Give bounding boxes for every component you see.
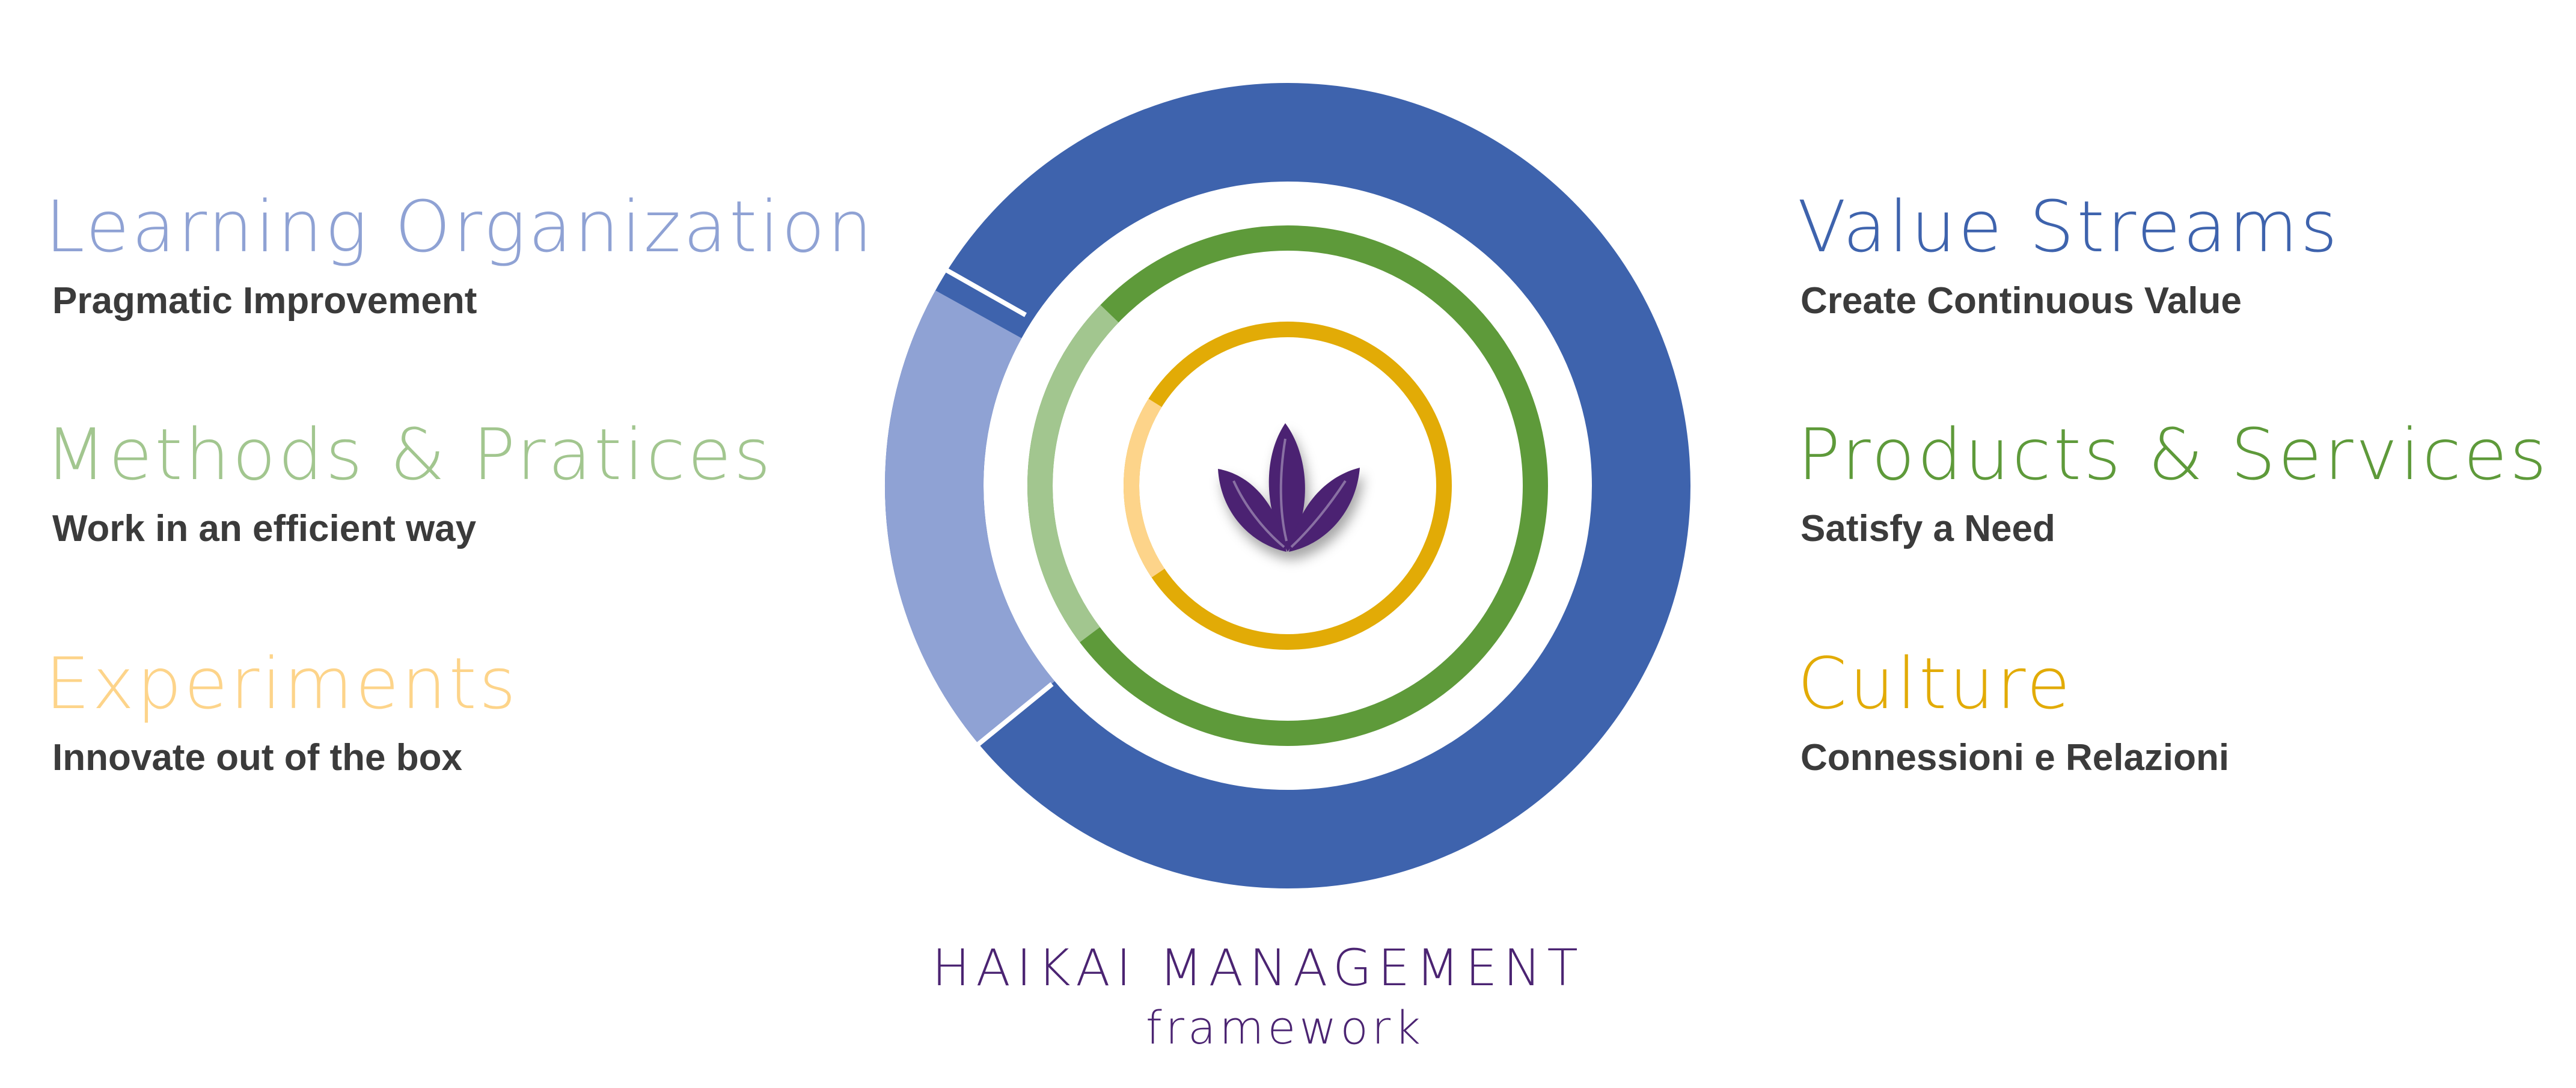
products-services-subtitle: Satisfy a Need xyxy=(1800,508,2055,549)
outer-ring xyxy=(884,83,1690,888)
culture-subtitle: Connessioni e Relazioni xyxy=(1800,737,2230,778)
experiments-block: Experiments Innovate out of the box xyxy=(45,648,518,777)
footer-subtitle: framework xyxy=(1145,1001,1425,1054)
value-streams-subtitle: Create Continuous Value xyxy=(1800,280,2242,322)
learning-organization-block: Learning Organization Pragmatic Improvem… xyxy=(45,191,875,320)
middle-ring xyxy=(1027,225,1548,746)
inner-ring-segment xyxy=(1124,399,1165,578)
footer-subtitle-block: framework xyxy=(0,1005,2576,1051)
experiments-title: Experiments xyxy=(45,642,519,725)
methods-practices-block: Methods & Pratices Work in an efficient … xyxy=(45,419,773,548)
learning-organization-subtitle: Pragmatic Improvement xyxy=(52,280,477,322)
methods-practices-title: Methods & Pratices xyxy=(45,413,773,496)
outer-ring-segment xyxy=(884,290,1055,745)
learning-organization-title: Learning Organization xyxy=(45,185,875,268)
value-streams-block: Value Streams Create Continuous Value xyxy=(1797,191,2340,320)
methods-practices-subtitle: Work in an efficient way xyxy=(52,508,477,549)
culture-block: Culture Connessioni e Relazioni xyxy=(1797,648,2229,777)
inner-ring xyxy=(1124,322,1452,650)
lotus-leaves-icon xyxy=(1218,423,1360,552)
culture-title: Culture xyxy=(1797,642,2073,725)
middle-ring-segment xyxy=(1027,305,1119,643)
outer-ring-divider-top xyxy=(944,267,1027,317)
products-services-title: Products & Services xyxy=(1797,413,2550,496)
products-services-block: Products & Services Satisfy a Need xyxy=(1797,419,2549,548)
value-streams-title: Value Streams xyxy=(1797,185,2340,268)
experiments-subtitle: Innovate out of the box xyxy=(52,737,462,778)
outer-ring-divider-bottom xyxy=(975,682,1054,748)
